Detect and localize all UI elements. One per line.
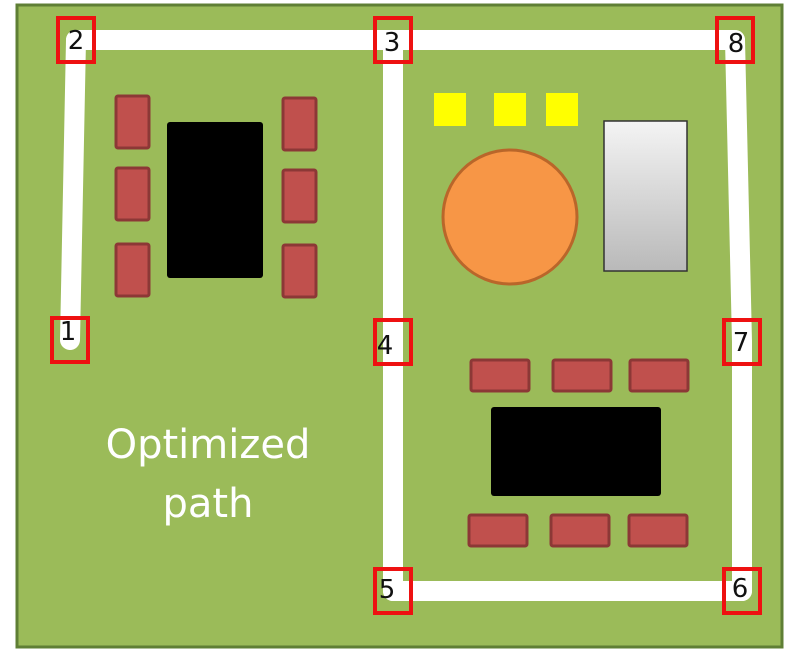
node-label: 3 bbox=[384, 28, 401, 58]
top-right-components bbox=[434, 93, 688, 286]
node-8: 8 bbox=[715, 16, 755, 64]
yellow-pad bbox=[546, 93, 578, 126]
node-label: 4 bbox=[377, 331, 394, 361]
gray-component bbox=[603, 120, 688, 272]
node-1: 1 bbox=[50, 316, 90, 364]
pad bbox=[628, 358, 690, 393]
node-marker bbox=[715, 16, 755, 64]
pad bbox=[114, 166, 151, 222]
node-label: 1 bbox=[60, 317, 77, 347]
pad bbox=[469, 358, 531, 393]
pad bbox=[114, 242, 151, 298]
path-segment-7-8 bbox=[725, 30, 752, 352]
node-7: 7 bbox=[722, 318, 762, 366]
pad bbox=[627, 513, 689, 548]
yellow-pad bbox=[494, 93, 526, 126]
node-label: 6 bbox=[732, 574, 749, 604]
node-3: 3 bbox=[373, 16, 413, 64]
orange-circle-component bbox=[441, 148, 579, 286]
node-layer: 1 2 3 4 5 6 7 8 bbox=[50, 16, 762, 615]
pad bbox=[281, 168, 318, 224]
node-label: 5 bbox=[379, 575, 396, 605]
node-marker bbox=[50, 316, 90, 364]
node-marker bbox=[56, 16, 96, 64]
node-5: 5 bbox=[373, 567, 413, 615]
node-marker bbox=[373, 318, 413, 366]
bottom-right-component bbox=[467, 358, 690, 548]
yellow-pad bbox=[434, 93, 466, 126]
pad bbox=[467, 513, 529, 548]
pad bbox=[551, 358, 613, 393]
node-label: 8 bbox=[728, 29, 745, 59]
pad bbox=[114, 94, 151, 150]
path-layer bbox=[60, 30, 752, 601]
node-marker bbox=[722, 318, 762, 366]
node-6: 6 bbox=[722, 567, 762, 615]
node-marker bbox=[373, 16, 413, 64]
caption-line-2: path bbox=[163, 481, 254, 527]
ic-chip bbox=[491, 407, 661, 496]
node-2: 2 bbox=[56, 16, 96, 64]
path-segment-1-2 bbox=[60, 30, 86, 350]
node-marker bbox=[373, 567, 413, 615]
ic-chip bbox=[167, 122, 263, 278]
caption-line-1: Optimized bbox=[106, 422, 311, 468]
pad bbox=[549, 513, 611, 548]
node-marker bbox=[722, 567, 762, 615]
node-label: 7 bbox=[733, 328, 750, 358]
pad bbox=[281, 243, 318, 299]
pad bbox=[281, 96, 318, 152]
node-4: 4 bbox=[373, 318, 413, 366]
node-label: 2 bbox=[68, 26, 85, 56]
left-component bbox=[114, 94, 318, 299]
